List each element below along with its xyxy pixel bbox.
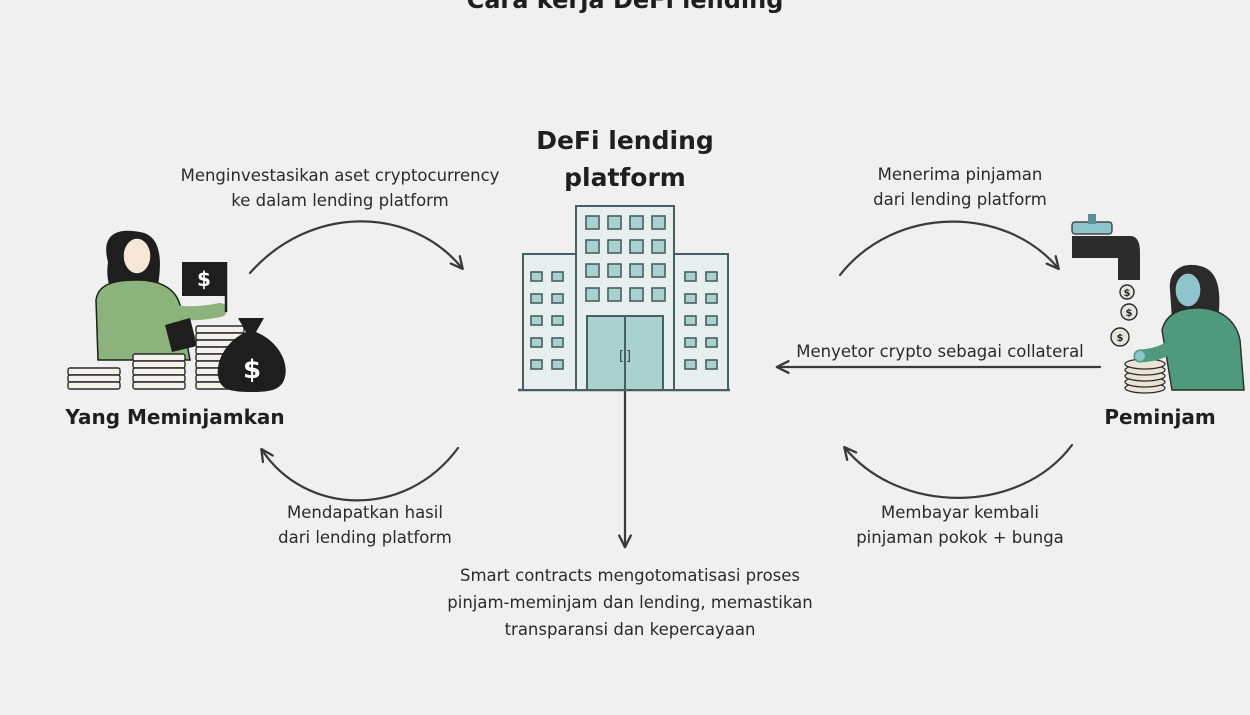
platform-building-icon: [] bbox=[518, 205, 730, 392]
coin-pile-icon bbox=[1124, 358, 1166, 394]
borrower-illustration: $ $ $ bbox=[1071, 214, 1245, 394]
borrower-receive-line2: dari lending platform bbox=[873, 190, 1047, 209]
smart-contract-line2: pinjam-meminjam dan lending, memastikan bbox=[447, 593, 813, 612]
faucet-icon bbox=[1071, 214, 1140, 280]
lender-earn-label: Mendapatkan hasil dari lending platform bbox=[250, 500, 480, 550]
money-bag-icon bbox=[217, 318, 286, 392]
arrow-platform-to-lender bbox=[260, 446, 460, 502]
lender-earn-line2: dari lending platform bbox=[278, 528, 452, 547]
coin-dollar-2: $ bbox=[1126, 308, 1133, 319]
platform-title-line2: platform bbox=[564, 163, 686, 192]
bag-dollar-sign: $ bbox=[243, 355, 261, 385]
lender-name: Yang Meminjamkan bbox=[65, 405, 285, 429]
lender-illustration: $ $ bbox=[67, 230, 286, 392]
borrower-repay-label: Membayar kembali pinjaman pokok + bunga bbox=[830, 500, 1090, 550]
lender-invest-line2: ke dalam lending platform bbox=[231, 191, 449, 210]
borrower-receive-line1: Menerima pinjaman bbox=[877, 165, 1043, 184]
diagram-title: Cara kerja DeFi lending bbox=[466, 0, 784, 14]
borrower-repay-line2: pinjaman pokok + bunga bbox=[856, 528, 1064, 547]
borrower-receive-label: Menerima pinjaman dari lending platform bbox=[840, 162, 1080, 212]
collateral-label: Menyetor crypto sebagai collateral bbox=[796, 342, 1084, 361]
arrow-borrower-to-platform bbox=[843, 443, 1074, 499]
borrower-repay-line1: Membayar kembali bbox=[881, 503, 1039, 522]
flag-dollar-sign: $ bbox=[197, 267, 211, 291]
dollar-flag-icon bbox=[182, 262, 226, 296]
smart-contract-label: Smart contracts mengotomatisasi proses p… bbox=[420, 562, 840, 643]
coin-dollar-1: $ bbox=[1124, 288, 1131, 299]
platform-title-line1: DeFi lending bbox=[536, 126, 714, 155]
arrow-platform-to-borrower bbox=[838, 220, 1060, 277]
borrower-name: Peminjam bbox=[1104, 405, 1216, 429]
platform-title: DeFi lending platform bbox=[500, 122, 750, 196]
arrow-lender-to-platform bbox=[248, 220, 464, 275]
lender-invest-line1: Menginvestasikan aset cryptocurrency bbox=[180, 166, 500, 185]
smart-contract-line1: Smart contracts mengotomatisasi proses bbox=[459, 566, 801, 585]
coin-dollar-3: $ bbox=[1117, 333, 1124, 344]
lender-invest-label: Menginvestasikan aset cryptocurrency ke … bbox=[170, 163, 510, 213]
smart-contract-line3: transparansi dan kepercayaan bbox=[504, 620, 756, 639]
door-label: [] bbox=[617, 349, 633, 364]
lender-earn-line1: Mendapatkan hasil bbox=[287, 503, 443, 522]
flow-arrows bbox=[248, 220, 1102, 549]
